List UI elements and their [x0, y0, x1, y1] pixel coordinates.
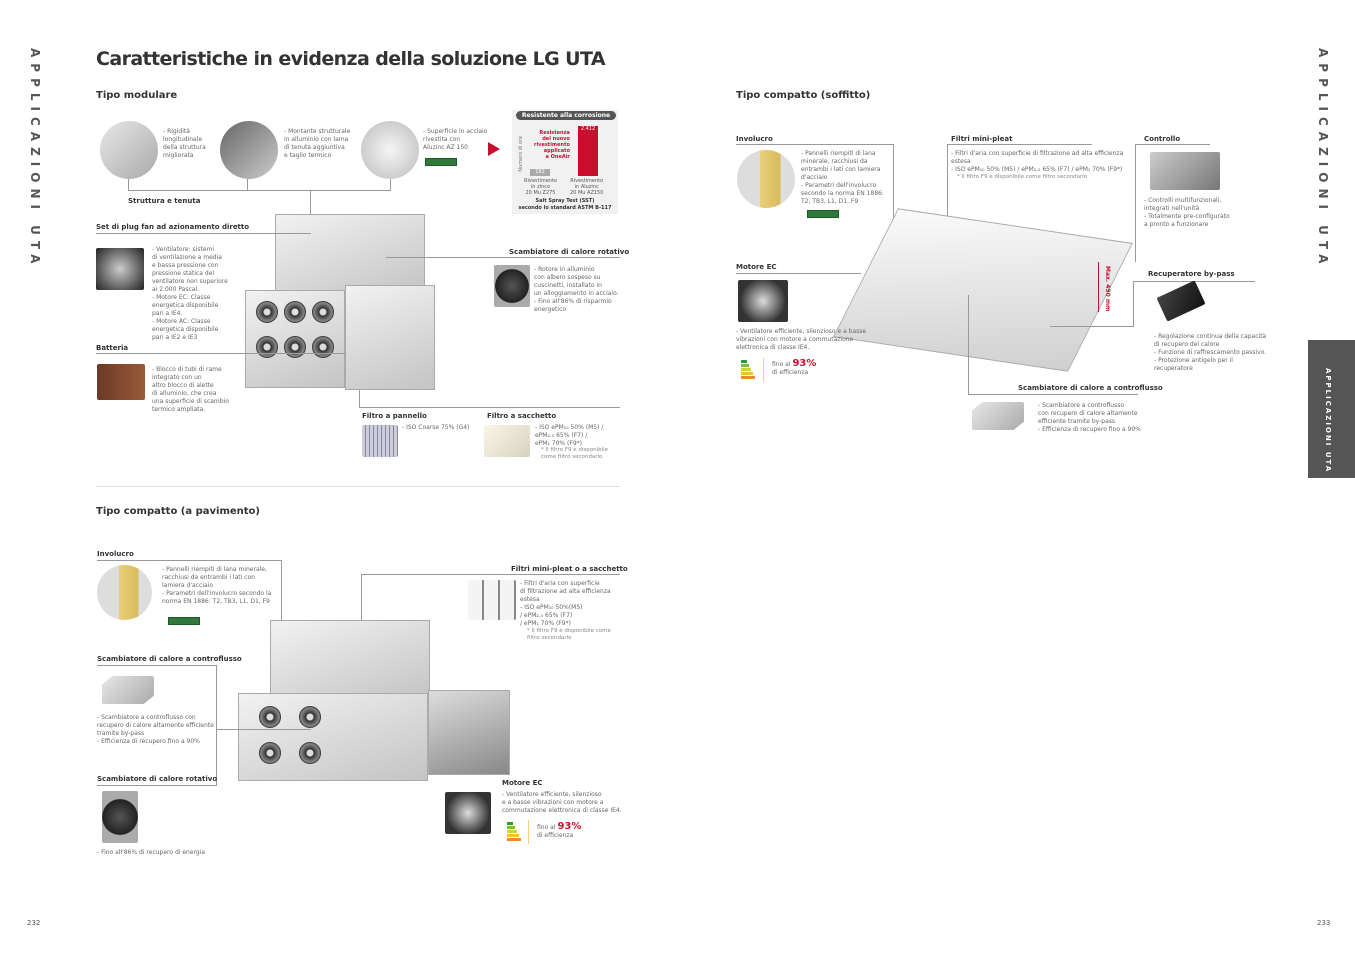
eurovent-logo — [807, 210, 839, 218]
divider — [96, 486, 620, 487]
floor-casing-text: - Pannelli riempiti di lana minerale,rac… — [162, 566, 272, 605]
floor-unit-upper — [270, 620, 430, 700]
panel-filter-text: - ISO Coarse 75% (G4) — [402, 424, 470, 431]
structure-rigidity-image — [100, 121, 158, 179]
ceiling-casing-label: Involucro — [736, 135, 773, 143]
rotary-label: Scambiatore di calore rotativo — [509, 248, 630, 256]
ceiling-filters-label: Filtri mini-pleat — [951, 135, 1013, 143]
ceiling-efficiency: fino al 93%di efficienza — [772, 358, 817, 377]
chart-bar-zinc: 192 — [530, 169, 550, 176]
section-tab[interactable]: APPLICAZIONI UTA — [1308, 340, 1355, 478]
chart-bar-aluzinc: 2.412 — [578, 126, 598, 176]
modular-unit-lower — [345, 285, 435, 390]
floor-motor-label: Motore EC — [502, 779, 543, 787]
floor-rotary-text: - Fino all'86% di recupero di energia — [97, 849, 206, 856]
eurovent-logo — [168, 617, 200, 625]
page-number-left: 232 — [27, 919, 41, 927]
structure-label: Struttura e tenuta — [128, 197, 201, 205]
floor-unit-side — [428, 690, 510, 775]
floor-rotary-label: Scambiatore di calore rotativo — [97, 775, 218, 783]
ceiling-filters-note: * Il filtro F9 è disponibile come filtro… — [957, 174, 1088, 180]
ec-motor-image — [445, 792, 491, 834]
control-label: Controllo — [1144, 135, 1181, 143]
floor-casing-label: Involucro — [97, 550, 134, 558]
rotary-exchanger-image — [102, 791, 138, 843]
profile-image — [220, 121, 278, 179]
ceiling-motor-text: - Ventilatore efficiente, silenzioso e a… — [736, 328, 867, 351]
section-tab-label: APPLICAZIONI UTA — [1324, 368, 1332, 474]
ceiling-unit — [833, 208, 1133, 372]
floor-filters-label: Filtri mini-pleat o a sacchetto — [511, 565, 628, 573]
floor-efficiency: fino al 93%di efficienza — [537, 821, 582, 840]
panel-filter-image — [362, 425, 398, 457]
battery-image — [97, 364, 145, 400]
ceiling-counterflow-label: Scambiatore di calore a controflusso — [1018, 384, 1163, 392]
corrosion-chart: Resistente alla corrosione Numero di ore… — [512, 110, 618, 214]
casing-image — [737, 150, 795, 208]
energy-label-icon — [507, 822, 521, 842]
plugfan-label: Set di plug fan ad azionamento diretto — [96, 223, 250, 231]
energy-label-icon — [741, 360, 755, 380]
battery-label: Batteria — [96, 344, 129, 352]
counterflow-exchanger-image — [102, 676, 154, 704]
modular-heading: Tipo modulare — [96, 90, 178, 101]
minipleat-filter-image — [468, 580, 516, 620]
ceiling-heading: Tipo compatto (soffitto) — [736, 90, 871, 101]
chart-caption: Salt Spray Test (SST)secondo lo standard… — [518, 198, 612, 211]
max-height-label: Max. 490 mm — [1104, 266, 1111, 312]
casing-image — [97, 565, 152, 620]
side-section-label: APPLICAZIONI UTA — [28, 48, 42, 270]
floor-counterflow-label: Scambiatore di calore a controflusso — [97, 655, 242, 663]
side-section-label-right: APPLICAZIONI UTA — [1316, 48, 1330, 270]
bag-filter-label: Filtro a sacchetto — [487, 412, 557, 420]
steel-surface-image — [361, 121, 419, 179]
rotary-exchanger-image — [494, 265, 530, 307]
counterflow-exchanger-image — [972, 402, 1024, 430]
floor-heading: Tipo compatto (a pavimento) — [96, 506, 260, 517]
control-text: - Controlli multifunzionali,integrati ne… — [1144, 197, 1230, 228]
modular-unit-upper — [275, 214, 425, 294]
modular-unit-fan-section — [245, 290, 345, 388]
ceiling-filters-text: - Filtri d'aria con superficie di filtra… — [951, 150, 1124, 173]
ceiling-motor-label: Motore EC — [736, 263, 777, 271]
panel-filter-label: Filtro a pannello — [362, 412, 427, 420]
bag-filter-image — [484, 425, 530, 457]
arrow-right-icon — [488, 142, 500, 156]
bypass-label: Recuperatore by-pass — [1148, 270, 1235, 278]
bypass-damper-image — [1156, 280, 1206, 322]
floor-unit-lower — [238, 693, 428, 781]
corrosion-chart-title: Resistente alla corrosione — [516, 111, 616, 120]
ec-motor-image — [738, 280, 788, 322]
control-panel-image — [1150, 152, 1220, 190]
page-number-right: 233 — [1317, 919, 1331, 927]
page-title: Caratteristiche in evidenza della soluzi… — [96, 48, 606, 70]
chart-ylabel: Numero di ore — [518, 136, 524, 172]
plugfan-image — [96, 248, 144, 290]
bag-filter-text: - ISO ePM₁₀ 50% (M5) /ePM₂.₅ 65% (F7) /e… — [535, 424, 604, 447]
eurovent-logo — [425, 158, 457, 166]
